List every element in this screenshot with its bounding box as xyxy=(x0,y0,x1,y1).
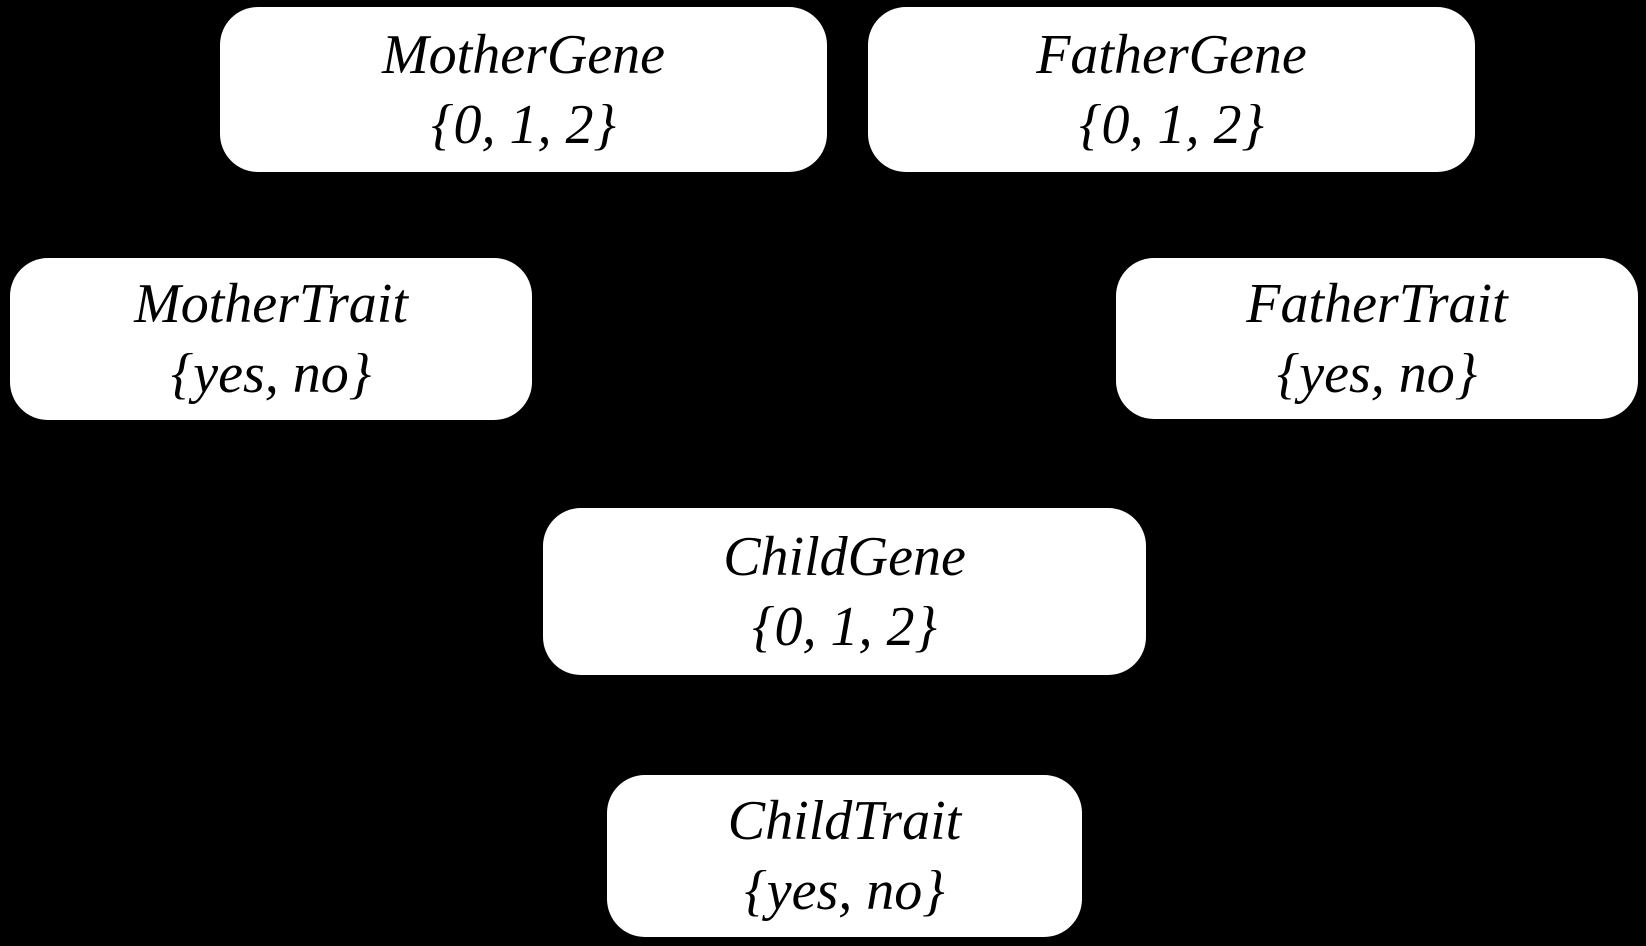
node-title: MotherTrait xyxy=(134,273,408,335)
node-domain: {0, 1, 2} xyxy=(752,595,937,658)
node-domain: {yes, no} xyxy=(1276,342,1478,405)
node-title: ChildTrait xyxy=(727,790,962,852)
node-domain: {0, 1, 2} xyxy=(1079,93,1264,156)
node-domain: {0, 1, 2} xyxy=(431,93,616,156)
node-mother-trait: MotherTrait {yes, no} xyxy=(10,258,532,420)
node-father-gene: FatherGene {0, 1, 2} xyxy=(868,7,1475,172)
node-title: FatherTrait xyxy=(1246,272,1508,335)
node-father-trait: FatherTrait {yes, no} xyxy=(1116,258,1638,419)
node-title: ChildGene xyxy=(723,525,966,588)
node-mother-gene: MotherGene {0, 1, 2} xyxy=(220,7,827,172)
node-title: MotherGene xyxy=(381,23,665,86)
node-child-gene: ChildGene {0, 1, 2} xyxy=(543,508,1146,675)
node-child-trait: ChildTrait {yes, no} xyxy=(607,775,1082,937)
node-domain: {yes, no} xyxy=(170,343,372,405)
node-domain: {yes, no} xyxy=(744,860,945,922)
node-title: FatherGene xyxy=(1036,23,1307,86)
